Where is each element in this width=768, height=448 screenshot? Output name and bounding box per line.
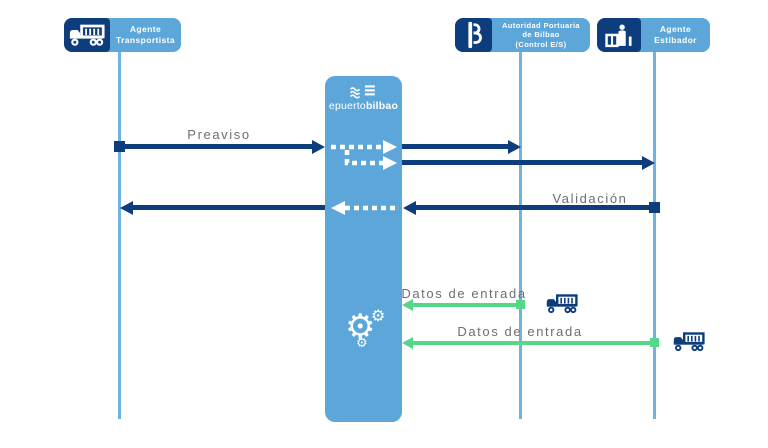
actor-label-line: Autoridad Portuaria [501, 20, 581, 30]
truck-icon [546, 293, 578, 319]
actor-label-line: Agente [129, 23, 162, 34]
message-line-datos-2 [412, 341, 652, 345]
actor-label-estibador: Agente Estibador [641, 18, 710, 52]
gear-tiny-icon: ⚙ [356, 336, 368, 351]
actor-autoridad-portuaria: Autoridad Portuaria de Bilbao (Control E… [455, 18, 590, 52]
lifeline-transportista [118, 52, 121, 419]
message-label-preaviso: Preaviso [187, 127, 251, 142]
truck-icon [673, 331, 705, 357]
lifeline-autoridad-portuaria [519, 52, 522, 419]
actor-label-transportista: Agente Transportista [110, 18, 181, 52]
message-line-datos-1 [412, 303, 518, 307]
message-line-to-autoridad [402, 144, 508, 149]
message-line-validacion-out [133, 205, 325, 210]
truck-icon [64, 18, 110, 52]
actor-label-line: Agente [659, 23, 692, 34]
message-line-validacion [416, 205, 649, 210]
actor-label-line: Estibador [654, 35, 697, 45]
actor-agente-transportista: Agente Transportista [64, 18, 181, 52]
message-start-node [649, 202, 660, 213]
message-label-datos-entrada-1: Datos de entrada [401, 286, 527, 301]
port-of-bilbao-b-icon [455, 18, 492, 52]
brand-bold: bilbao [365, 100, 399, 112]
lifeline-estibador [653, 52, 656, 419]
arrowhead-icon [120, 201, 133, 215]
gears-icon: ⚙ [345, 307, 376, 347]
actor-label-line: Transportista [115, 35, 176, 45]
actor-agente-estibador: Agente Estibador [597, 18, 710, 52]
internal-routing-arrows [331, 140, 398, 215]
arrowhead-icon [642, 156, 655, 170]
epuertobilbao-hub: epuertobilbao ⚙ ⚙ ⚙ [325, 76, 402, 422]
actor-label-line: de Bilbao [522, 30, 560, 40]
message-line-preaviso [120, 144, 312, 149]
actor-label-autoridad: Autoridad Portuaria de Bilbao (Control E… [492, 18, 590, 52]
message-start-node-green [650, 338, 659, 347]
arrowhead-icon [402, 337, 413, 349]
actor-label-line: (Control E/S) [515, 39, 567, 49]
epuertobilbao-brand: epuertobilbao [329, 100, 398, 112]
arrowhead-icon [403, 201, 416, 215]
message-start-node-green [516, 300, 525, 309]
arrowhead-icon [402, 299, 413, 311]
message-label-validacion: Validación [552, 191, 628, 206]
message-start-node [114, 141, 125, 152]
message-line-to-estibador [402, 160, 642, 165]
arrowhead-icon [508, 140, 521, 154]
arrowhead-icon [312, 140, 325, 154]
message-label-datos-entrada-2: Datos de entrada [457, 324, 583, 339]
waves-and-bars-icon [347, 83, 381, 106]
brand-light: epuerto [328, 100, 366, 112]
gear-small-icon: ⚙ [371, 306, 386, 325]
stevedore-icon [597, 18, 641, 52]
